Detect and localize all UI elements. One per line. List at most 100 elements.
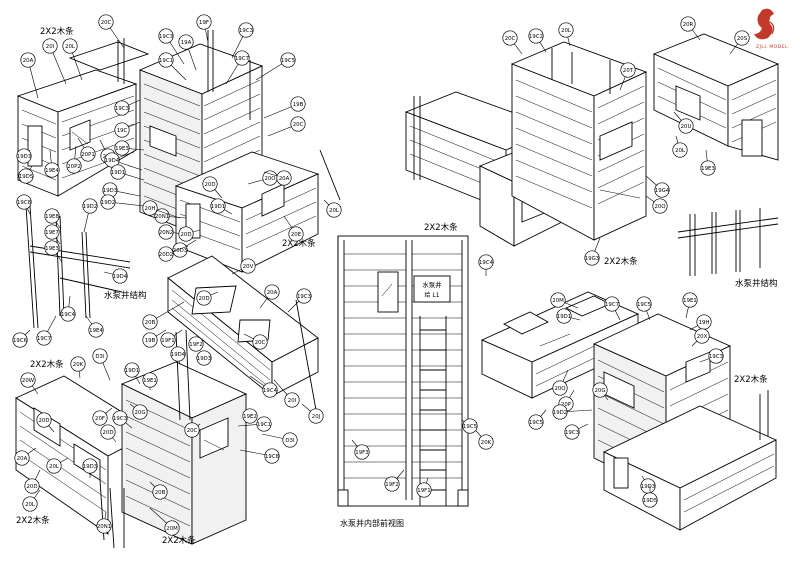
part-label: 20A — [279, 176, 290, 182]
part-label: 20A — [23, 58, 34, 64]
part-callout-bubble — [158, 246, 174, 262]
part-callout-bubble — [672, 142, 688, 158]
part-label: 20C — [187, 428, 198, 434]
part-callout-bubble — [652, 198, 668, 214]
part-label: 19C7 — [605, 302, 619, 308]
part-label: 19D3 — [103, 188, 117, 194]
part-label: 20M — [552, 298, 564, 304]
part-label: 19C3 — [115, 106, 129, 112]
part-label: 20I — [46, 44, 55, 50]
part-label: 20K — [73, 362, 84, 368]
part-callout-bubble — [196, 14, 212, 30]
part-label: 19E8 — [45, 214, 59, 220]
part-callout-bubble — [170, 346, 186, 362]
part-label: 20N1 — [97, 524, 111, 530]
part-label: 20A — [17, 456, 28, 462]
part-label: 19B — [293, 102, 304, 108]
part-label: 19H — [699, 320, 710, 326]
part-label: 19D1 — [557, 314, 571, 320]
part-callout-bubble — [282, 432, 298, 448]
part-label: 19C4 — [263, 388, 278, 394]
part-callout-bubble — [284, 392, 300, 408]
part-callout-bubble — [384, 476, 400, 492]
part-callout-bubble — [280, 52, 296, 68]
caption-wood-strip-f: 2X2木条 — [30, 359, 64, 370]
part-callout-bubble — [142, 372, 158, 388]
part-label: 19D1 — [125, 368, 139, 374]
part-callout-bubble — [700, 160, 716, 176]
part-callout-bubble — [42, 38, 58, 54]
part-callout-bubble — [114, 100, 130, 116]
caption-pump-well-structure-right: 水泵井结构 — [735, 278, 778, 289]
part-label: 20C — [293, 122, 304, 128]
part-label: 19D4 — [171, 352, 186, 358]
part-callout-bubble — [240, 258, 256, 274]
part-label: 20S — [737, 36, 748, 42]
part-label: 20D — [26, 484, 37, 490]
logo-text: ZJLL MODEL — [756, 44, 788, 50]
part-label: 19E3 — [701, 166, 715, 172]
part-callout-bubble — [112, 410, 128, 426]
part-label: 20N1 — [155, 214, 169, 220]
part-label: 19E3 — [45, 246, 59, 252]
part-callout-bubble — [528, 414, 544, 430]
part-callout-bubble — [12, 332, 28, 348]
part-label: 20G — [134, 410, 145, 416]
part-callout-bubble — [708, 348, 724, 364]
part-label: 19E7 — [45, 230, 59, 236]
part-callout-bubble — [188, 336, 204, 352]
part-label: 19C3 — [239, 28, 253, 34]
part-callout-bubble — [550, 292, 566, 308]
part-label: 19D2 — [553, 410, 567, 416]
part-callout-bubble — [178, 34, 194, 50]
part-label: 20T — [623, 68, 634, 74]
part-label: 19F2 — [189, 342, 202, 348]
part-label: 20J — [312, 414, 321, 420]
part-label: 20A — [267, 290, 278, 296]
part-callout-bubble — [680, 16, 696, 32]
part-label: 19C7 — [37, 336, 51, 342]
part-label: 19C5 — [281, 58, 295, 64]
part-callout-bubble — [132, 404, 148, 420]
part-label: 19C3 — [113, 416, 127, 422]
part-callout-bubble — [114, 122, 130, 138]
assembly-mid-left — [167, 255, 319, 411]
part-callout-bubble — [252, 334, 268, 350]
part-label: 20L — [49, 464, 59, 470]
part-label: 20M — [166, 526, 178, 532]
part-callout-bubble — [80, 146, 96, 162]
part-label: 19D2 — [83, 204, 97, 210]
caption-wood-strip-h: 2X2木条 — [162, 535, 196, 546]
part-callout-bubble — [682, 292, 698, 308]
part-label: 19C3 — [159, 34, 173, 40]
part-callout-bubble — [24, 478, 40, 494]
part-callout-bubble — [734, 30, 750, 46]
part-callout-bubble — [112, 268, 128, 284]
part-label: 19D4 — [105, 158, 120, 164]
part-callout-bubble — [642, 492, 658, 508]
part-label: 19C5 — [637, 302, 651, 308]
part-callout-bubble — [82, 198, 98, 214]
part-label: 20L — [65, 44, 75, 50]
part-label: 20X — [697, 334, 708, 340]
part-label: 20O — [264, 176, 275, 182]
part-callout-bubble — [36, 412, 52, 428]
part-callout-bubble — [636, 296, 652, 312]
part-label: 19D3 — [197, 356, 211, 362]
part-label: 19D2 — [101, 200, 115, 206]
part-callout-bubble — [296, 288, 312, 304]
part-callout-bubble — [478, 434, 494, 450]
part-label: 19E4 — [89, 328, 103, 334]
part-callout-bubble — [264, 448, 280, 464]
part-label: 19E2 — [243, 414, 257, 420]
part-label: 19C6 — [13, 338, 28, 344]
caption-wood-strip-e: 2X2木条 — [734, 374, 768, 385]
part-label: 19E4 — [45, 168, 59, 174]
part-label: 19G3 — [585, 256, 599, 262]
caption-wood-strip-a: 2X2木条 — [40, 26, 74, 37]
part-callout-bubble — [16, 148, 32, 164]
part-label: D3I — [285, 438, 295, 444]
part-callout-bubble — [142, 332, 158, 348]
part-callout-bubble — [604, 296, 620, 312]
part-label: 20R — [683, 22, 694, 28]
